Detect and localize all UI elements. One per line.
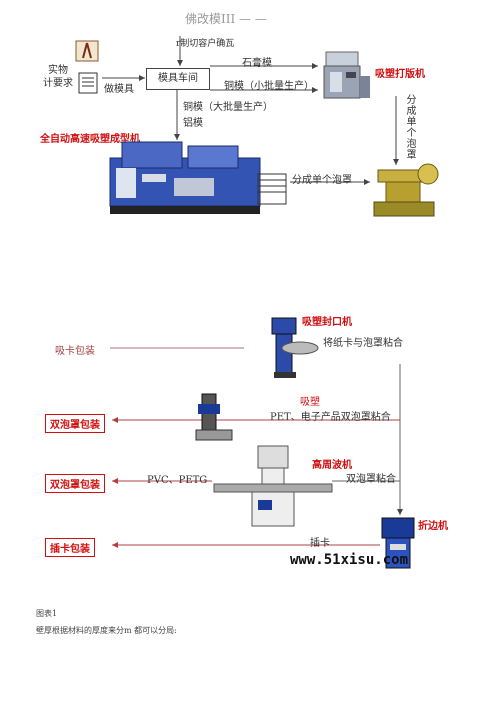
sealer-label: 吸塑封口机 (302, 317, 352, 328)
plug-label: 插卡 (310, 538, 330, 549)
fold-machine-image (376, 516, 422, 572)
caption-text: 壁厚根据材料的厚度来分m 都可以分局: (36, 626, 177, 635)
card-bond-label: 将纸卡与泡罩粘合 (323, 338, 403, 349)
punch-machine-label: 吸塑打版机 (375, 69, 425, 80)
sample-label: 实物 计要求 (43, 65, 73, 89)
mold-workshop-box: 模具车间 (146, 68, 210, 90)
clamshell-pack-2: 双泡罩包装 (45, 474, 105, 493)
make-mold-label: 做模具 (104, 84, 134, 95)
fold-machine-label: 折边机 (418, 521, 448, 532)
caption-figure: 图表1 (36, 609, 58, 618)
hf-machine-label: 高周波机 (312, 460, 352, 471)
document-icon (78, 72, 98, 94)
small-sealer-image (194, 392, 234, 444)
pet-label: PET、电子产品双泡罩粘合 (270, 412, 391, 423)
double-bond-label: 双泡罩粘合 (346, 474, 396, 485)
website-url: www.51xisu.com (290, 552, 409, 568)
plaster-mold-label: 石膏模 (242, 58, 272, 69)
split-side-label: 分成单个泡罩 (404, 94, 415, 160)
split-label: 分成单个泡罩 (292, 175, 352, 186)
overlap-red-label: 吸塑 (300, 397, 320, 408)
header-faint-text: 佛改模III — — (185, 12, 267, 26)
insert-card-pack: 插卡包装 (45, 538, 95, 557)
thermoform-machine-label: 全自动高速吸塑成型机 (40, 134, 140, 145)
card-pack-label: 吸卡包装 (55, 346, 95, 357)
header-sub-text: r制切容户确瓦 (176, 39, 235, 49)
copper-small-label: 铜模（小批量生产） (224, 81, 314, 92)
thermoform-machine-image (108, 138, 288, 218)
aluminum-mold-label: 铝模 (183, 118, 203, 129)
sealer-machine-image (264, 316, 320, 380)
hf-machine-image (212, 444, 334, 530)
punch-machine-image (320, 50, 372, 100)
copper-large-label: 铜模（大批量生产） (183, 102, 273, 113)
sample-photo-icon (75, 40, 99, 62)
clamshell-pack-1: 双泡罩包装 (45, 414, 105, 433)
cutting-press-image (372, 160, 442, 218)
pvc-label: PVC、PETG (147, 475, 208, 486)
